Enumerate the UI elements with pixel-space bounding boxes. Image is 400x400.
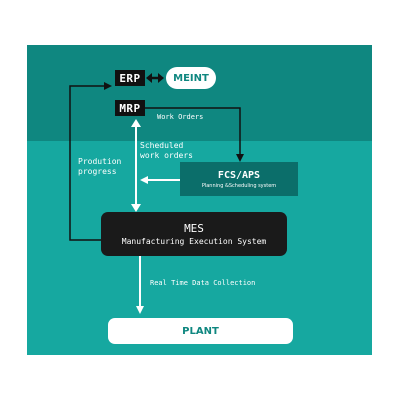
mes-subtitle: Manufacturing Execution System (121, 237, 267, 246)
meint-label: MEINT (173, 72, 209, 84)
plant-box: PLANT (108, 318, 293, 344)
mes-title: MES (184, 222, 204, 235)
scheduled-work-orders-label: Scheduled work orders (140, 141, 193, 161)
production-progress-arrow (69, 82, 112, 241)
scheduled-line-2: work orders (140, 151, 193, 160)
work-orders-label: Work Orders (157, 113, 204, 121)
mrp-box: MRP (115, 100, 145, 116)
mes-box: MES Manufacturing Execution System (101, 212, 287, 256)
erp-box: ERP (115, 70, 145, 86)
fcs-title: FCS/APS (217, 169, 261, 181)
fcs-subtitle: Planning &Scheduling system (201, 182, 277, 189)
work-orders-arrow (145, 107, 244, 162)
erp-meint-arrow (146, 73, 164, 83)
realtime-data-label: Real Time Data Collection (150, 279, 256, 287)
progress-line-1: Prodution (78, 157, 122, 166)
production-progress-label: Prodution progress (78, 157, 121, 177)
fcs-aps-box: FCS/APS Planning &Scheduling system (180, 162, 298, 196)
progress-line-2: progress (78, 167, 117, 176)
erp-label: ERP (119, 71, 141, 85)
meint-box: MEINT (166, 67, 216, 89)
scheduled-line-1: Scheduled (140, 141, 184, 150)
plant-label: PLANT (182, 325, 219, 337)
scheduled-work-orders-arrow (131, 119, 141, 212)
top-panel (27, 45, 372, 141)
mrp-label: MRP (119, 101, 141, 115)
